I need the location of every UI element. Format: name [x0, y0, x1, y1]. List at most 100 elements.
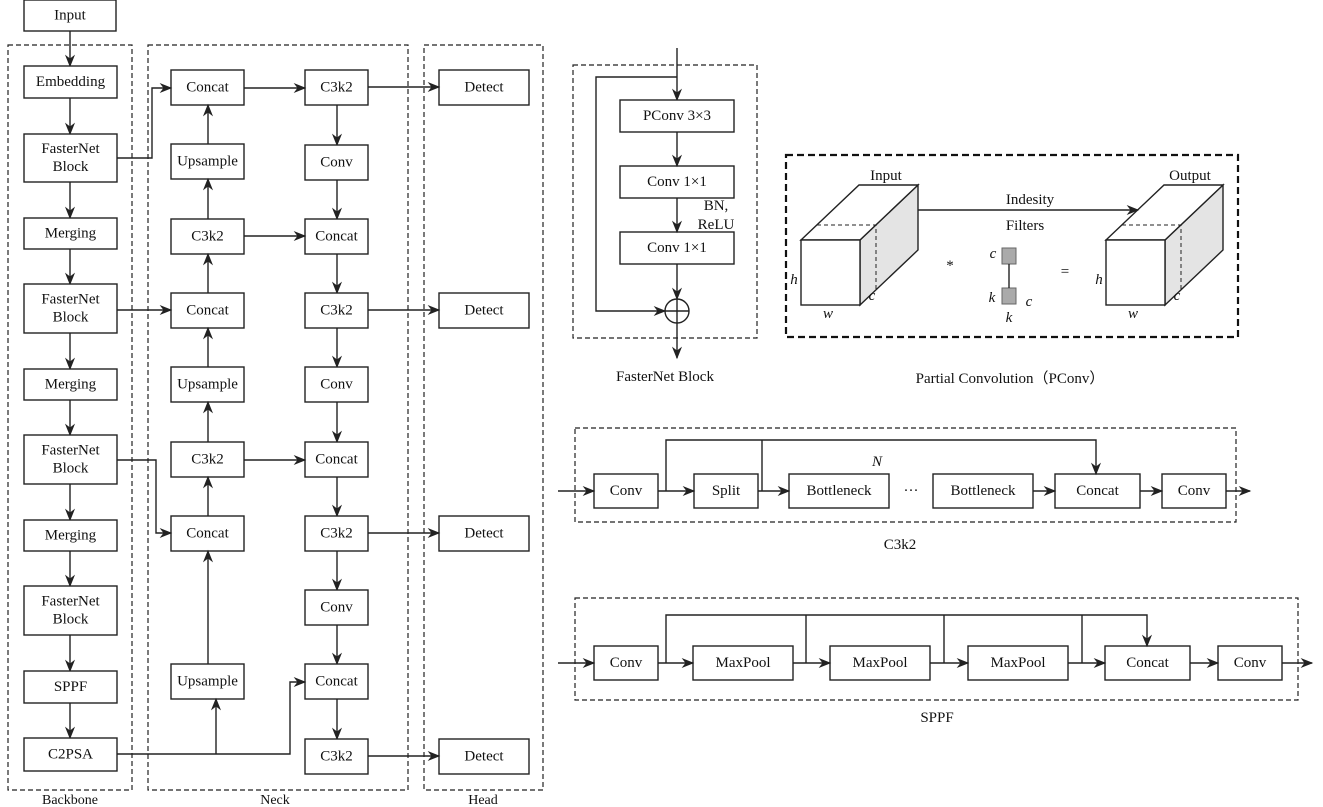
c3k2-shortcut [665, 439, 1102, 491]
neck-block-label: C3k2 [191, 452, 224, 468]
c3k2-block-label: Bottleneck [951, 483, 1016, 499]
neck-block: Concat [170, 292, 245, 329]
backbone-block-label: FasterNet [41, 594, 100, 610]
neck-block: C3k2 [304, 515, 369, 552]
filter-cp-label: c [990, 246, 997, 262]
neck-block-frame [170, 441, 245, 478]
neck-block-label: Concat [186, 303, 229, 319]
sppf-title: SPPF [920, 710, 953, 726]
backbone-block-label: Block [53, 461, 89, 477]
neck-block-label: Concat [315, 674, 358, 690]
fn-residual [595, 76, 677, 317]
backbone-block-label: FasterNet [41, 443, 100, 459]
backbone-block: Embedding [23, 65, 118, 99]
neck-block-frame [170, 143, 245, 180]
sppf-block-frame [1104, 645, 1191, 681]
neck-block-label: C3k2 [320, 80, 353, 96]
pconv-output-label: Output [1169, 168, 1212, 184]
neck-block: Conv [304, 366, 369, 403]
neck-block: Concat [304, 218, 369, 255]
c3k2-block-frame [593, 473, 659, 509]
c3k2-block: Conv [1161, 473, 1227, 509]
detect-block: Detect [438, 515, 530, 552]
backbone-label: Backbone [42, 793, 98, 807]
c3k2-block: Concat [1054, 473, 1141, 509]
output-cube-partial [1122, 224, 1182, 290]
filter-cube [1001, 247, 1017, 265]
cp-label: c [869, 288, 876, 304]
detect-block: Detect [438, 738, 530, 775]
head-label: Head [468, 793, 498, 807]
neck-block: Concat [170, 515, 245, 552]
neck-block-frame [304, 144, 369, 181]
c3k2-block-label: Concat [1076, 483, 1119, 499]
detect-block-label: Detect [464, 749, 504, 765]
backbone-block: SPPF [23, 670, 118, 704]
neck-block-label: C3k2 [320, 303, 353, 319]
skip-c2psa [117, 676, 307, 755]
skip-fasternet3 [117, 459, 173, 539]
neck-block: C3k2 [304, 292, 369, 329]
head-region [423, 44, 544, 791]
backbone-block-label: SPPF [54, 679, 87, 695]
backbone-block-frame [23, 519, 118, 552]
c3k2-block-frame [932, 473, 1034, 509]
detect-block: Detect [438, 69, 530, 106]
c3k2-block-frame [693, 473, 759, 509]
sppf-block: Concat [1104, 645, 1191, 681]
sppf-block-label: Conv [1234, 655, 1267, 671]
sppf-block: MaxPool [692, 645, 794, 681]
backbone-block: Merging [23, 368, 118, 401]
neck-block-frame [170, 663, 245, 700]
fn-block-label: Conv 1×1 [647, 240, 707, 256]
detect-block-frame [438, 292, 530, 329]
neck-region [147, 44, 409, 791]
neck-block-label: C3k2 [320, 526, 353, 542]
skip-fasternet1 [117, 82, 173, 159]
indesity-label: Indesity [1006, 192, 1055, 208]
convolution-operator: * [946, 258, 954, 274]
neck-block-frame [304, 441, 369, 478]
sppf-shortcut [665, 614, 1153, 663]
backbone-block-frame [23, 283, 118, 334]
fn-block: Conv 1×1 [619, 231, 735, 265]
sppf-block-frame [692, 645, 794, 681]
backbone-block-label: Embedding [36, 74, 106, 90]
neck-block: Conv [304, 589, 369, 626]
h-label: h [790, 272, 798, 288]
sppf-block: MaxPool [967, 645, 1069, 681]
pconv-title: Partial Convolution（PConv） [916, 370, 1105, 387]
neck-block-frame [304, 292, 369, 329]
fn-block: PConv 3×3 [619, 99, 735, 133]
c3k2-dots: ··· [904, 483, 919, 499]
detect-block: Detect [438, 292, 530, 329]
backbone-block: Merging [23, 217, 118, 250]
neck-block: Upsample [170, 663, 245, 700]
neck-block-label: Upsample [177, 154, 238, 170]
neck-block-frame [304, 366, 369, 403]
neck-block-label: Concat [186, 80, 229, 96]
neck-block-frame [170, 69, 245, 106]
backbone-block-label: Block [53, 310, 89, 326]
filters-label: Filters [1006, 218, 1044, 234]
neck-block-label: C3k2 [320, 749, 353, 765]
c3k2-region [574, 427, 1237, 523]
backbone-block: C2PSA [23, 737, 118, 772]
neck-block: Upsample [170, 143, 245, 180]
sppf-block-label: Conv [610, 655, 643, 671]
input-block-label: Input [54, 8, 86, 24]
detect-block-frame [438, 69, 530, 106]
pconv-input-label: Input [870, 168, 902, 184]
backbone-block-frame [23, 133, 118, 183]
sppf-block: Conv [1217, 645, 1283, 681]
c3k2-block-label: Conv [610, 483, 643, 499]
backbone-block-label: Merging [45, 226, 97, 242]
sppf-block-label: MaxPool [715, 655, 770, 671]
filter-cp-label: c [1026, 294, 1033, 310]
filter-cube [1001, 287, 1017, 305]
neck-block-label: Upsample [177, 377, 238, 393]
n-label: N [871, 454, 883, 470]
sppf-block-label: MaxPool [990, 655, 1045, 671]
detect-block-label: Detect [464, 80, 504, 96]
